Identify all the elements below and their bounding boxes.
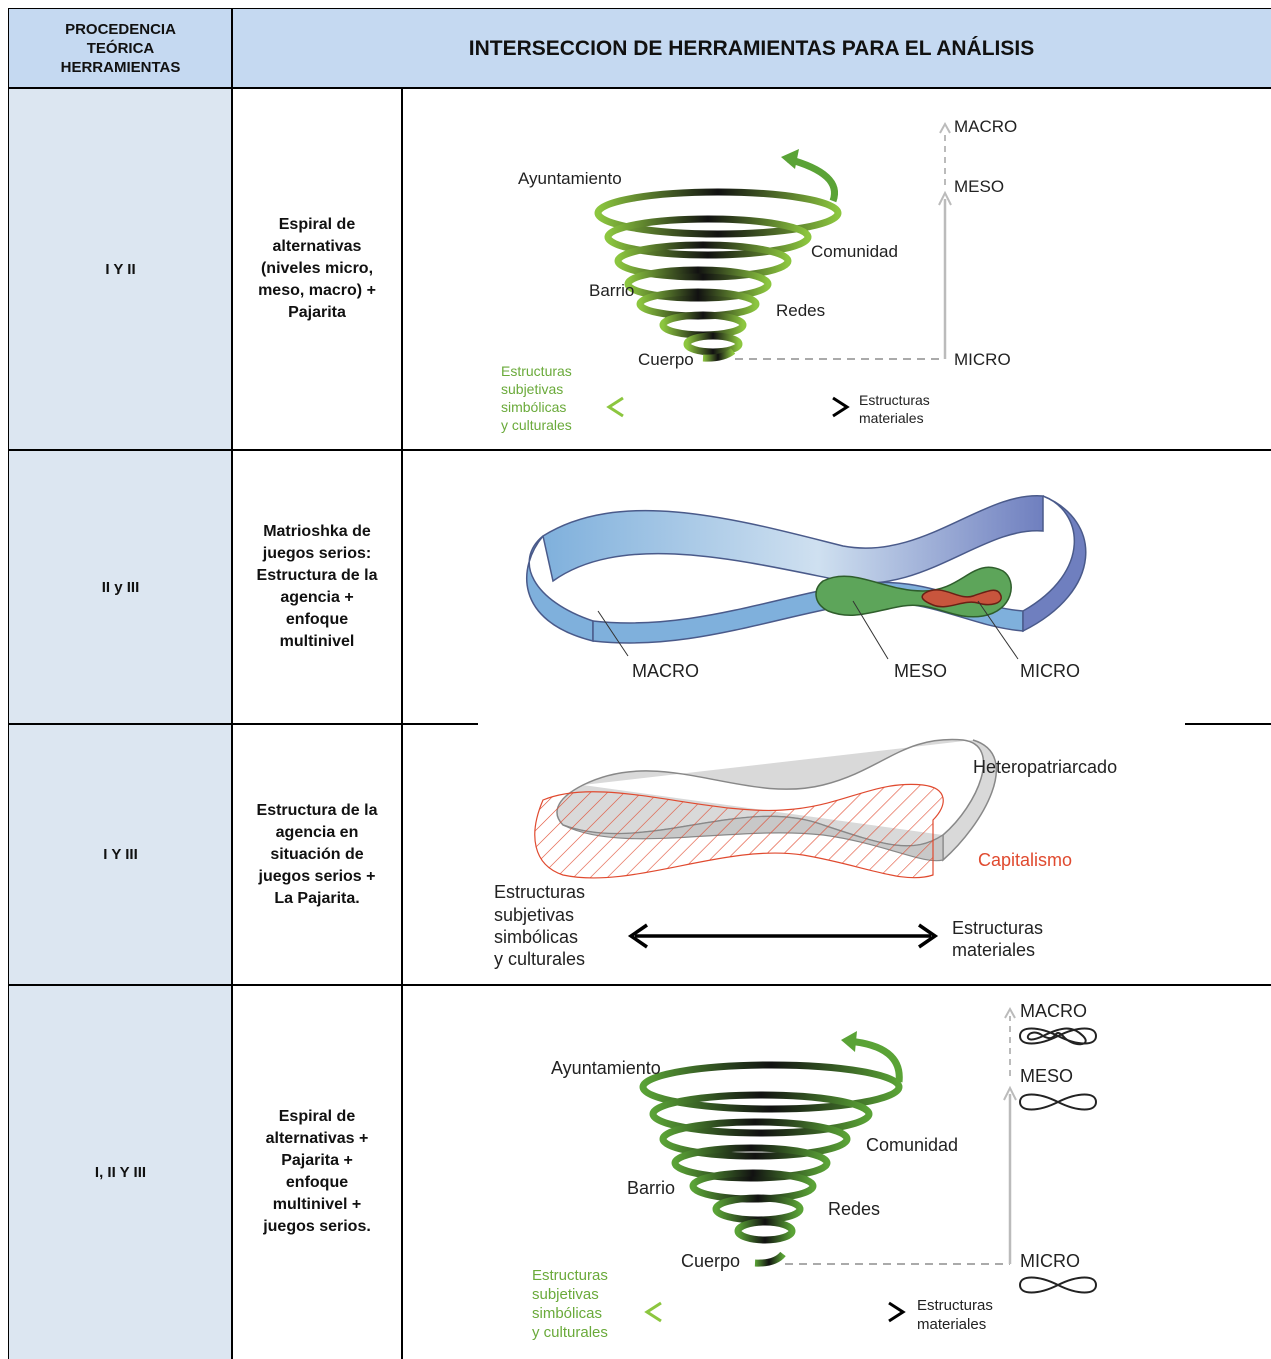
level-axis-arrow-icon	[938, 190, 952, 206]
axis-right-label: Estructuras materiales	[952, 918, 1048, 960]
infinity-macro-icon	[1026, 1027, 1087, 1046]
micro-pointer	[977, 600, 1019, 660]
page-title: INTERSECCION DE HERRAMIENTAS PARA EL ANÁ…	[468, 36, 1035, 60]
axis-right-label: Estructuras materiales	[859, 392, 934, 426]
row4-level: I, II Y III	[9, 985, 232, 1359]
row3-level: I Y III	[9, 724, 232, 985]
grid-line	[1185, 723, 1271, 725]
matrioshka-label-macro: MACRO	[632, 661, 699, 681]
header-title: INTERSECCION DE HERRAMIENTAS PARA EL ANÁ…	[232, 9, 1271, 88]
macro-band-right	[1022, 495, 1087, 633]
level-axis-top-arrow-icon	[939, 121, 951, 134]
spiral-figure-2: Ayuntamiento Comunidad Barrio Redes Cuer…	[532, 1001, 1098, 1341]
axis-left-label: Estructuras subjetivas simbólicas y cult…	[532, 1267, 612, 1341]
row4-tool-label: Espiral de alternativas + Pajarita + enf…	[263, 1108, 371, 1235]
grid-line	[8, 87, 1271, 89]
axis-left-label: Estructuras subjetivas simbólicas y cult…	[501, 363, 576, 433]
level-micro: MICRO	[954, 350, 1011, 369]
row3-tool-label: Estructura de la agencia en situación de…	[256, 801, 378, 907]
level-meso: MESO	[1020, 1066, 1073, 1086]
axis-left-arrow-icon	[627, 923, 648, 949]
spiral-label-comunidad: Comunidad	[866, 1135, 958, 1155]
axis-right-arrow-icon	[832, 396, 850, 418]
row3-level-label: I Y III	[103, 846, 138, 863]
spiral-label-cuerpo: Cuerpo	[638, 350, 694, 369]
matrioshka-label-meso: MESO	[894, 661, 947, 681]
grid-line	[8, 8, 1271, 9]
spiral-coils	[594, 155, 842, 362]
row2-tool: Matrioshka de juegos serios: Estructura …	[232, 450, 402, 724]
spiral-arrow-icon	[841, 1031, 857, 1052]
row2-level-label: II y III	[101, 578, 140, 596]
micro-band	[921, 589, 1002, 608]
spiral-label-barrio: Barrio	[589, 281, 634, 300]
header-procedencia: PROCEDENCIA TEÓRICA HERRAMIENTAS	[9, 9, 232, 88]
spiral-label-barrio: Barrio	[627, 1178, 675, 1198]
axis-left-arrow-icon	[606, 396, 624, 418]
row1-level-label: I Y II	[105, 260, 136, 278]
grid-line	[8, 723, 478, 725]
row3-tool: Estructura de la agencia en situación de…	[232, 724, 402, 985]
spiral-label-redes: Redes	[828, 1199, 880, 1219]
axis-left-label: Estructuras subjetivas simbólicas y cult…	[494, 882, 590, 969]
level-macro: MACRO	[954, 117, 1017, 136]
grid-line	[8, 449, 1271, 451]
row2-tool-label: Matrioshka de juegos serios: Estructura …	[256, 523, 378, 650]
row2-level: II y III	[9, 450, 232, 724]
grid-line	[231, 8, 233, 1359]
spiral-arrow-icon	[781, 149, 799, 169]
matrioshka-label-micro: MICRO	[1020, 661, 1080, 681]
pajarita-figure: Heteropatriarcado Capitalismo Estructura…	[494, 738, 1117, 969]
meso-pointer	[852, 600, 889, 660]
level-axis-arrow-icon	[1003, 1085, 1017, 1101]
spiral-figure-1: Ayuntamiento Comunidad Barrio Redes Cuer…	[501, 117, 1017, 433]
infinity-icon-macro	[1018, 1027, 1098, 1045]
level-macro: MACRO	[1020, 1001, 1087, 1021]
row4-tool: Espiral de alternativas + Pajarita + enf…	[232, 985, 402, 1359]
grid-line	[8, 8, 9, 1359]
label-heteropatriarcado: Heteropatriarcado	[973, 757, 1117, 777]
macro-pointer	[597, 610, 629, 657]
label-capitalismo: Capitalismo	[978, 850, 1072, 870]
infinity-icon-meso	[1018, 1093, 1098, 1111]
level-micro: MICRO	[1020, 1251, 1080, 1271]
row1-tool: Espiral de alternativas (niveles micro, …	[232, 88, 402, 450]
grid-line	[8, 984, 1271, 986]
spiral-label-ayuntamiento: Ayuntamiento	[518, 169, 622, 188]
meso-band	[815, 566, 1012, 618]
row1-level: I Y II	[9, 88, 232, 450]
spiral-label-comunidad: Comunidad	[811, 242, 898, 261]
axis-right-arrow-icon	[888, 1301, 906, 1323]
capitalismo-band	[534, 783, 944, 879]
grid-line	[401, 88, 403, 1359]
axis-right-label: Estructuras materiales	[917, 1297, 997, 1333]
spiral-coils	[639, 1037, 903, 1267]
row1-tool-label: Espiral de alternativas (niveles micro, …	[258, 216, 376, 321]
level-axis-top-arrow-icon	[1004, 1006, 1016, 1019]
row4-level-label: I, II Y III	[94, 1163, 147, 1181]
macro-band	[542, 495, 1044, 584]
infinity-icon-micro	[1018, 1276, 1098, 1294]
axis-left-arrow-icon	[644, 1301, 662, 1323]
spiral-label-cuerpo: Cuerpo	[681, 1251, 740, 1271]
axis-right-arrow-icon	[918, 923, 939, 949]
spiral-label-ayuntamiento: Ayuntamiento	[551, 1058, 661, 1078]
header-procedencia-label: PROCEDENCIA TEÓRICA HERRAMIENTAS	[60, 21, 181, 76]
matrioshka-figure: MACRO MESO MICRO	[526, 495, 1087, 681]
level-meso: MESO	[954, 177, 1004, 196]
spiral-label-redes: Redes	[776, 301, 825, 320]
